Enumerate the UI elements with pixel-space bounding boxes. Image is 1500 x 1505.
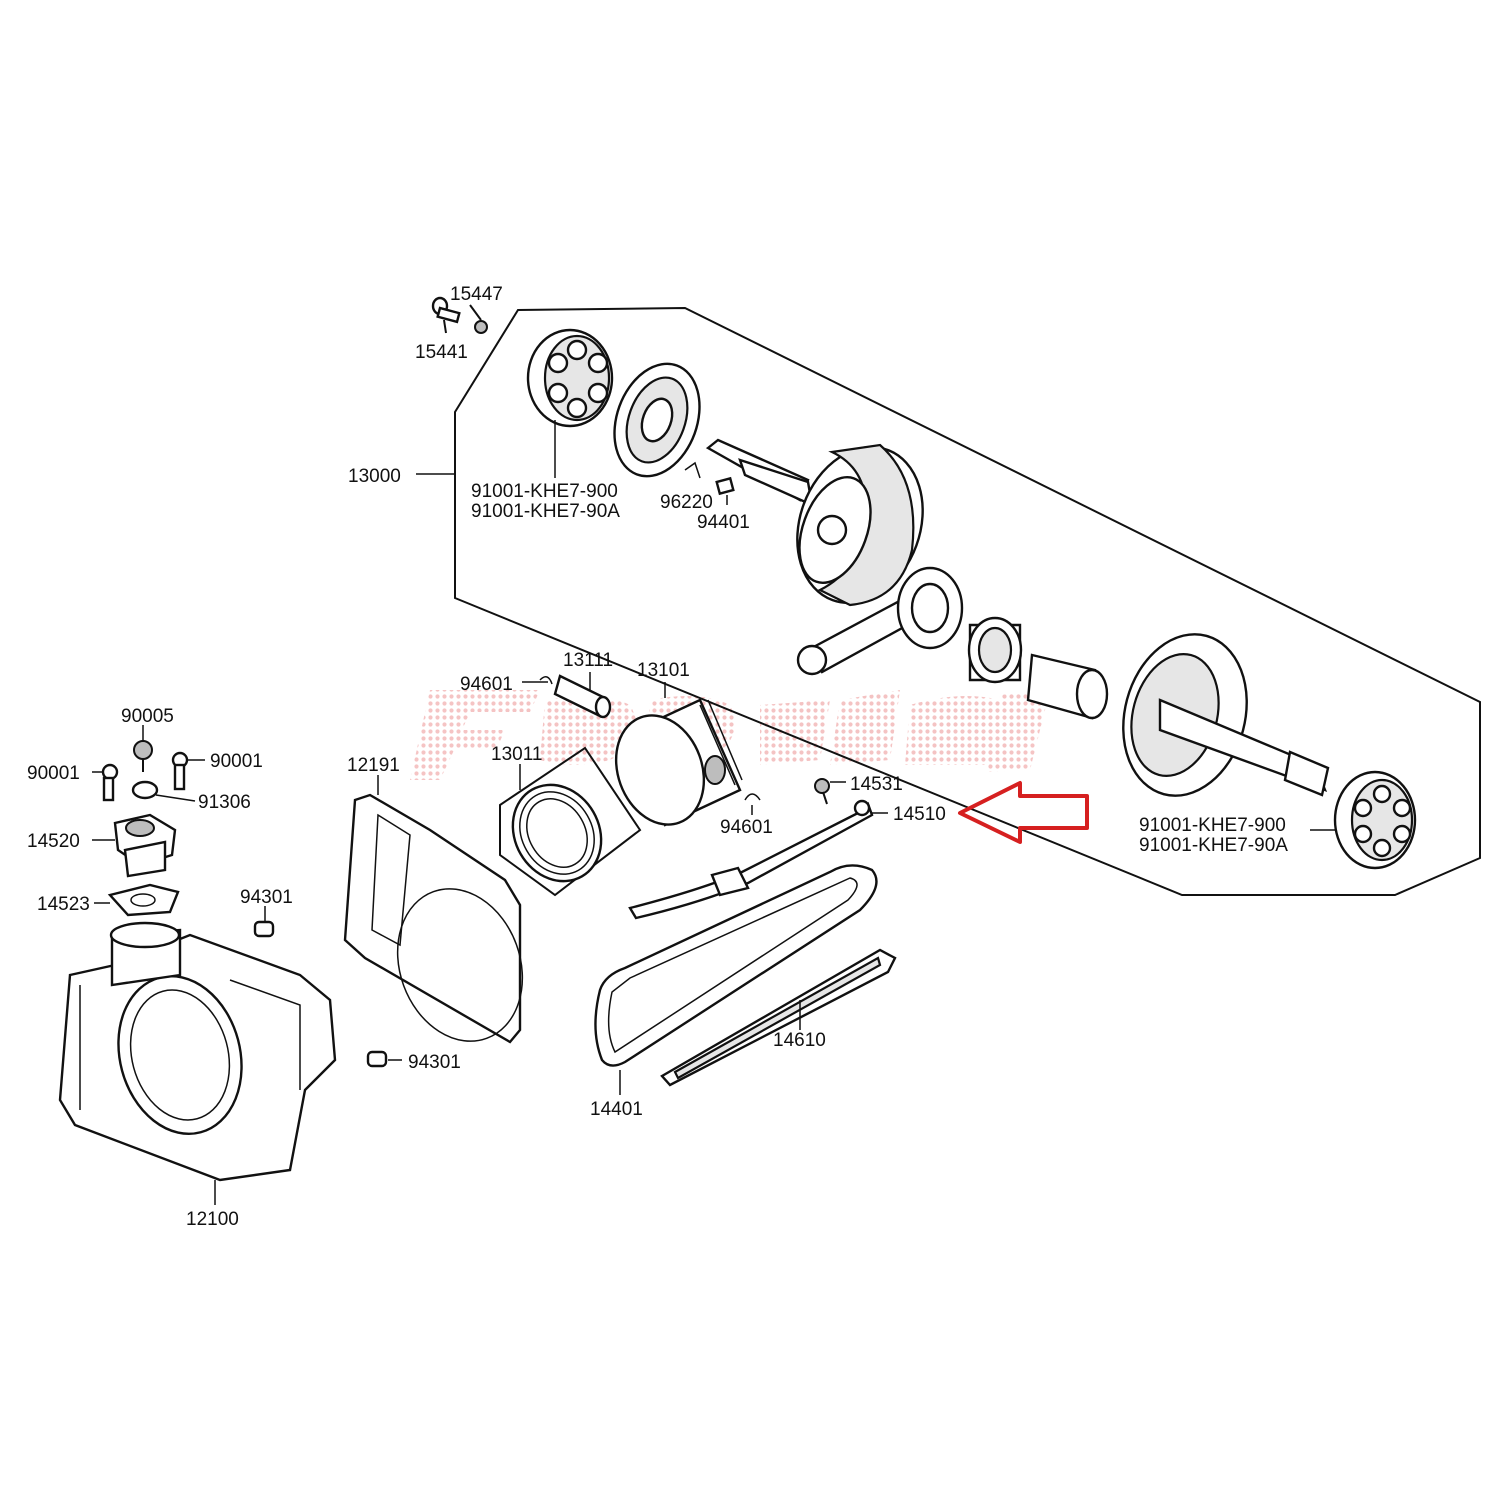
label-12100: 12100 (186, 1209, 239, 1230)
dowel-94301a-icon[interactable] (253, 920, 275, 938)
label-91001-khe7-90a-right: 91001-KHE7-90A (1139, 835, 1288, 856)
label-91001-khe7-900-left: 91001-KHE7-900 (471, 481, 618, 502)
label-14610: 14610 (773, 1030, 826, 1051)
chain-guide-14610-icon[interactable] (660, 948, 897, 1087)
crank-left-web-icon[interactable] (705, 429, 944, 620)
label-14401: 14401 (590, 1099, 643, 1120)
label-91001-khe7-900-right: 91001-KHE7-900 (1139, 815, 1286, 836)
leader-lines (92, 420, 1336, 1205)
label-94401: 94401 (697, 512, 750, 533)
label-94301-top: 94301 (240, 887, 293, 908)
cam-chain-14401-icon[interactable] (594, 864, 878, 1067)
piston-rings-13011-icon[interactable] (496, 746, 642, 897)
label-91001-khe7-90a-left: 91001-KHE7-90A (471, 501, 620, 522)
highlight-arrow-icon (958, 781, 1089, 844)
crank-right-web-icon[interactable] (1106, 620, 1330, 809)
oil-seal-icon[interactable] (600, 352, 715, 488)
piston-pin-clip-94601-icon[interactable] (539, 676, 553, 685)
label-91306: 91306 (198, 792, 251, 813)
label-14523: 14523 (37, 894, 90, 915)
label-90001-right: 90001 (210, 751, 263, 772)
piston-pin-13111-icon[interactable] (553, 674, 612, 719)
cam-tensioner-14520-icon[interactable] (113, 813, 177, 878)
label-14531: 14531 (850, 774, 903, 795)
label-15441: 15441 (415, 342, 468, 363)
bolt-14531-icon[interactable] (814, 778, 830, 805)
label-96220: 96220 (660, 492, 713, 513)
label-94601-left: 94601 (460, 674, 513, 695)
bolt-90001-right-icon[interactable] (171, 751, 189, 791)
oring-91306-icon[interactable] (131, 780, 159, 800)
tensioner-arm-14510-icon[interactable] (628, 799, 874, 920)
label-94601-right: 94601 (720, 817, 773, 838)
key-94401-icon[interactable] (715, 476, 735, 496)
key-96220-icon[interactable] (684, 461, 701, 479)
nut-15447-icon[interactable] (474, 320, 488, 334)
label-13011: 13011 (491, 744, 542, 765)
cylinder-gasket-12191-icon[interactable] (343, 793, 543, 1059)
label-90005: 90005 (121, 706, 174, 727)
watermark-logo (410, 690, 1050, 780)
label-12191: 12191 (347, 755, 400, 776)
label-13111: 13111 (563, 650, 613, 671)
cylinder-block-12100-icon[interactable] (58, 921, 337, 1182)
bolt-90005-icon[interactable] (133, 740, 153, 772)
label-14510: 14510 (893, 804, 946, 825)
bolt-15441-icon[interactable] (431, 296, 461, 334)
piston-pin-clip-94601b-icon[interactable] (744, 793, 761, 801)
crankshaft-assembly-outline (454, 306, 1481, 896)
label-90001-left: 90001 (27, 763, 80, 784)
crank-pin-bearing-icon[interactable] (967, 616, 1023, 684)
label-13101: 13101 (637, 660, 690, 681)
label-13000: 13000 (348, 466, 401, 487)
bolt-90001-left-icon[interactable] (101, 763, 119, 802)
right-bearing-icon[interactable] (1333, 770, 1417, 870)
label-14520: 14520 (27, 831, 80, 852)
piston-13101-icon[interactable] (601, 698, 743, 837)
crank-pin-icon[interactable] (1026, 653, 1109, 720)
left-bearing-icon[interactable] (526, 328, 614, 428)
dowel-94301b-icon[interactable] (366, 1050, 388, 1068)
tensioner-gasket-14523-icon[interactable] (107, 883, 180, 917)
label-94301-bottom: 94301 (408, 1052, 461, 1073)
label-15447: 15447 (450, 284, 503, 305)
connecting-rod-icon[interactable] (796, 566, 964, 676)
